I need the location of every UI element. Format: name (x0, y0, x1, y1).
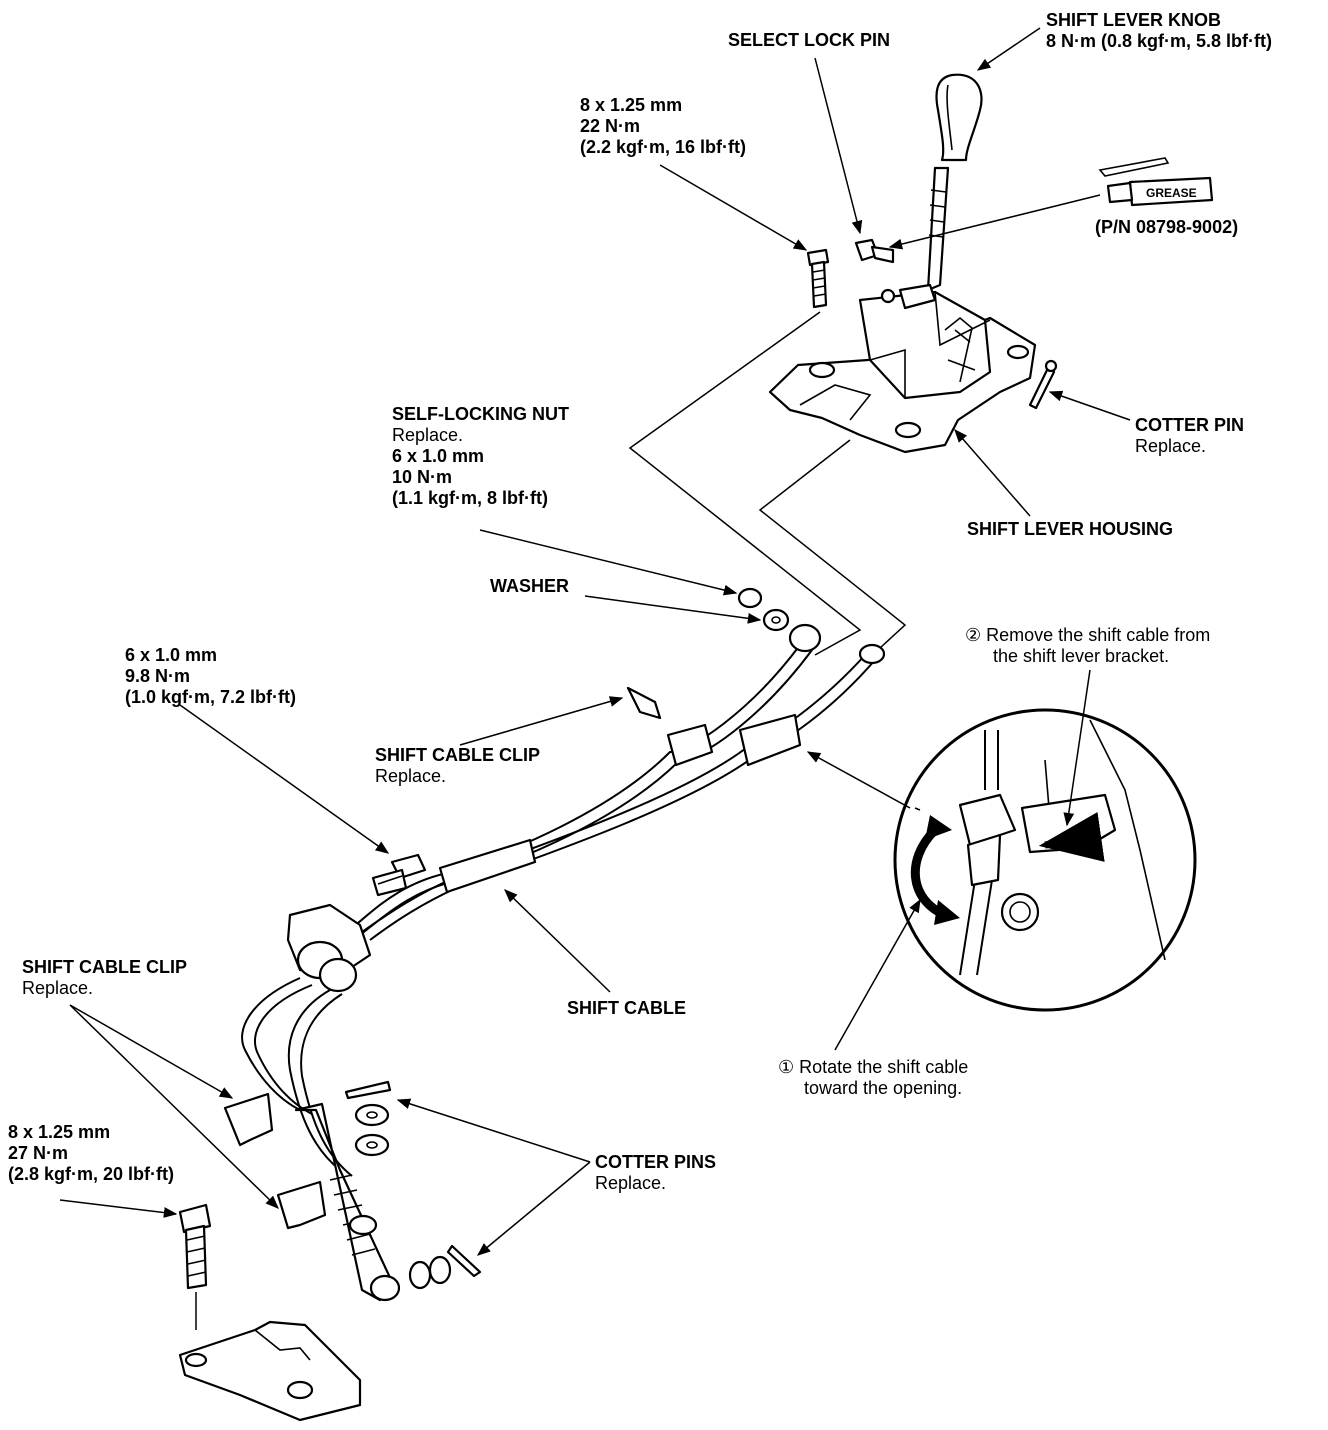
self-locking-nut-torque: 10 N·m (392, 467, 453, 487)
self-locking-nut-torque-alt: (1.1 kgf·m, 8 lbf·ft) (392, 488, 548, 508)
step-1-marker: ① (778, 1057, 795, 1077)
mid-bolt-torque-alt: (1.0 kgf·m, 7.2 lbf·ft) (125, 687, 297, 707)
cotter-pins-note: Replace. (595, 1173, 667, 1193)
lower-bracket-drawing (178, 1320, 362, 1422)
shift-cable-label: SHIFT CABLE (567, 998, 686, 1019)
step-2-line-2: the shift lever bracket. (993, 646, 1170, 666)
cotter-pin-label: COTTER PIN Replace. (1135, 415, 1244, 457)
step-1-line-1: Rotate the shift cable (799, 1057, 969, 1077)
washer-title: WASHER (490, 576, 570, 596)
push-arrow-icon (1038, 812, 1105, 862)
step-2-marker: ② (965, 625, 982, 645)
lower-bolt-drawing (178, 1203, 212, 1330)
detail-view-drawing (893, 708, 1197, 1012)
mid-bolt-torque: 9.8 N·m (125, 666, 191, 686)
shift-cable-title: SHIFT CABLE (567, 998, 686, 1018)
cotter-pin-icon (1028, 359, 1058, 410)
grease-tube-label: GREASE (1146, 186, 1197, 200)
shift-cable-clip-mid-note: Replace. (375, 766, 447, 786)
top-bolt-spec-label: 8 x 1.25 mm 22 N·m (2.2 kgf·m, 16 lbf·ft… (580, 95, 746, 158)
step-1-line-2: toward the opening. (804, 1078, 963, 1098)
shift-cable-clip-left-title: SHIFT CABLE CLIP (22, 957, 187, 977)
shift-lever-knob-title: SHIFT LEVER KNOB (1046, 10, 1222, 30)
shift-cable-clip-left-label: SHIFT CABLE CLIP Replace. (22, 957, 187, 999)
select-lock-pin-title: SELECT LOCK PIN (728, 30, 891, 50)
shift-lever-knob-label: SHIFT LEVER KNOB 8 N·m (0.8 kgf·m, 5.8 l… (1046, 10, 1272, 52)
mid-bolt-size: 6 x 1.0 mm (125, 645, 218, 665)
nut-icon (737, 587, 886, 665)
shift-knob-icon (935, 73, 983, 162)
washer-label: WASHER (490, 576, 569, 597)
shift-lever-housing-title: SHIFT LEVER HOUSING (967, 519, 1174, 539)
step-2-label: ② Remove the shift cable from the shift … (965, 625, 1210, 667)
mid-bolt-drawing (371, 853, 427, 897)
shift-lever-housing-drawing (768, 290, 1037, 454)
leader-lines (59, 27, 1131, 1256)
grease-part-number: (P/N 08798-9002) (1095, 217, 1239, 237)
top-bolt-size: 8 x 1.25 mm (580, 95, 683, 115)
shift-cable-clip-mid-title: SHIFT CABLE CLIP (375, 745, 540, 765)
step-2-line-1: Remove the shift cable from (986, 625, 1211, 645)
bottom-bolt-spec-label: 8 x 1.25 mm 27 N·m (2.8 kgf·m, 20 lbf·ft… (8, 1122, 174, 1185)
step-1-label: ① Rotate the shift cable toward the open… (778, 1057, 968, 1099)
alignment-lines (628, 311, 907, 656)
self-locking-nut-title: SELF-LOCKING NUT (392, 404, 569, 424)
bottom-bolt-torque-alt: (2.8 kgf·m, 20 lbf·ft) (8, 1164, 175, 1184)
shift-lever-knob-torque: 8 N·m (0.8 kgf·m, 5.8 lbf·ft) (1046, 31, 1273, 51)
shift-cable-clip-mid-label: SHIFT CABLE CLIP Replace. (375, 745, 540, 787)
shift-lever-rod-drawing (880, 166, 950, 310)
self-locking-nut-label: SELF-LOCKING NUT Replace. 6 x 1.0 mm 10 … (392, 404, 569, 509)
shift-cable-drawing (241, 644, 876, 1302)
rotate-arrow-icon (910, 815, 960, 925)
grease-part-number-label: (P/N 08798-9002) (1095, 217, 1238, 238)
cotter-pin-note: Replace. (1135, 436, 1207, 456)
cable-clip-icon (223, 686, 662, 1230)
top-bolt-torque: 22 N·m (580, 116, 641, 136)
cotter-pins-title: COTTER PINS (595, 1152, 717, 1172)
grease-tube-icon: GREASE (1098, 157, 1214, 207)
bottom-bolt-torque: 27 N·m (8, 1143, 69, 1163)
lower-cotter-pins-drawing (344, 1080, 482, 1278)
shift-cable-clip-left-note: Replace. (22, 978, 94, 998)
top-bolt-torque-alt: (2.2 kgf·m, 16 lbf·ft) (580, 137, 747, 157)
select-lock-pin-label: SELECT LOCK PIN (728, 30, 890, 51)
self-locking-nut-size: 6 x 1.0 mm (392, 446, 485, 466)
mid-bolt-spec-label: 6 x 1.0 mm 9.8 N·m (1.0 kgf·m, 7.2 lbf·f… (125, 645, 296, 708)
shift-lever-housing-label: SHIFT LEVER HOUSING (967, 519, 1173, 540)
bolt-icon (806, 248, 830, 309)
bottom-bolt-size: 8 x 1.25 mm (8, 1122, 111, 1142)
cotter-pins-label: COTTER PINS Replace. (595, 1152, 716, 1194)
select-lock-pin-drawing (854, 238, 895, 264)
self-locking-nut-note: Replace. (392, 425, 464, 445)
washer-icon (354, 608, 790, 1290)
cotter-pin-title: COTTER PIN (1135, 415, 1245, 435)
